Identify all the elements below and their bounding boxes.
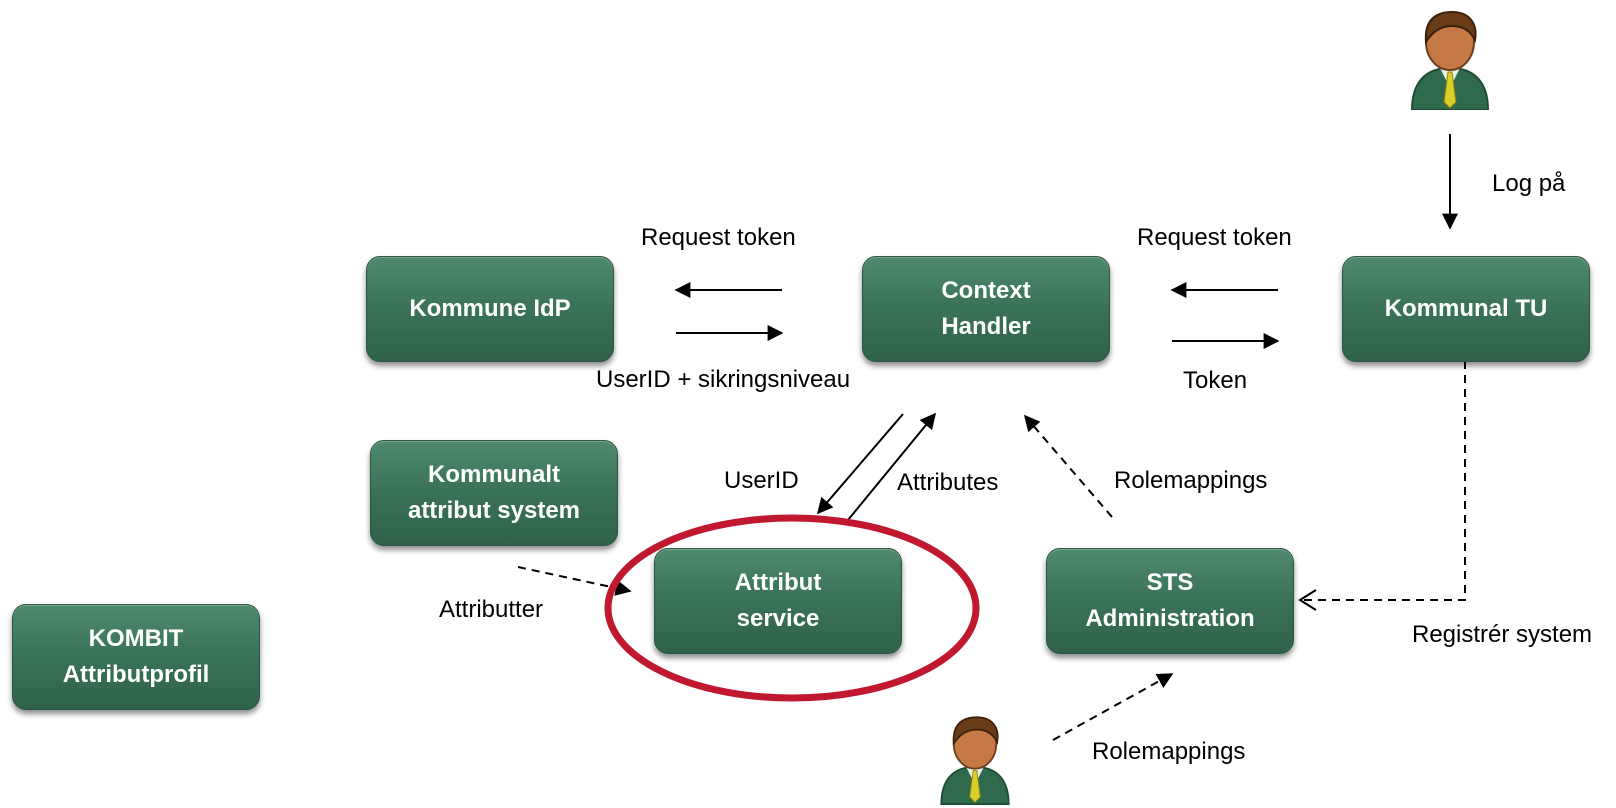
node-kommune-idp-label: Kommune IdP [409,295,571,322]
node-kombit-attributprofil-line1: KOMBIT [88,625,184,652]
label-rolemappings-bottom: Rolemappings [1092,738,1246,765]
node-context-handler-line1: Context [941,277,1031,304]
label-log-pa: Log på [1492,170,1566,197]
node-sts-administration: STS Administration [1046,548,1294,654]
arrow-rolemappings-to-sts [1052,673,1174,741]
label-userid: UserID [724,467,799,494]
arrow-rolemappings-to-context [1023,414,1113,518]
label-userid-sikringsniveau: UserID + sikringsniveau [596,366,851,393]
arrow-registrer-system-head [1298,589,1317,611]
label-request-token-right: Request token [1137,224,1292,251]
node-kommunalt-attribut-system: Kommunalt attribut system [370,440,618,546]
node-attribut-service: Attribut service [654,548,902,654]
label-attributter: Attributter [439,596,544,623]
node-context-handler-line2: Handler [941,313,1031,340]
highlight-ring [604,514,980,702]
node-kombit-attributprofil-line2: Attributprofil [62,661,210,688]
node-kommunalt-attribut-system-line1: Kommunalt [428,461,560,488]
node-kommunal-tu: Kommunal TU [1342,256,1590,362]
node-kommunalt-attribut-system-line2: attribut system [407,497,581,524]
node-kommunal-tu-label: Kommunal TU [1384,295,1548,322]
node-attribut-service-line2: service [736,605,820,632]
node-kombit-attributprofil: KOMBIT Attributprofil [12,604,260,710]
node-context-handler: Context Handler [862,256,1110,362]
label-rolemappings-top: Rolemappings [1114,467,1268,494]
label-request-token-left: Request token [641,224,796,251]
label-attributes: Attributes [897,469,999,496]
arrow-registrer-system [1300,361,1466,601]
label-registrer-system: Registrér system [1412,621,1593,648]
user-icon [1410,10,1490,110]
label-token: Token [1183,367,1248,394]
arrow-attributes-to-context [847,412,937,521]
user-icon [940,716,1010,805]
node-sts-administration-line2: Administration [1085,605,1255,632]
node-sts-administration-line1: STS [1146,569,1194,596]
node-kommune-idp: Kommune IdP [366,256,614,362]
arrow-attributter [517,566,632,596]
node-attribut-service-line1: Attribut [734,569,822,596]
arrow-userid-to-attribut [816,413,904,515]
